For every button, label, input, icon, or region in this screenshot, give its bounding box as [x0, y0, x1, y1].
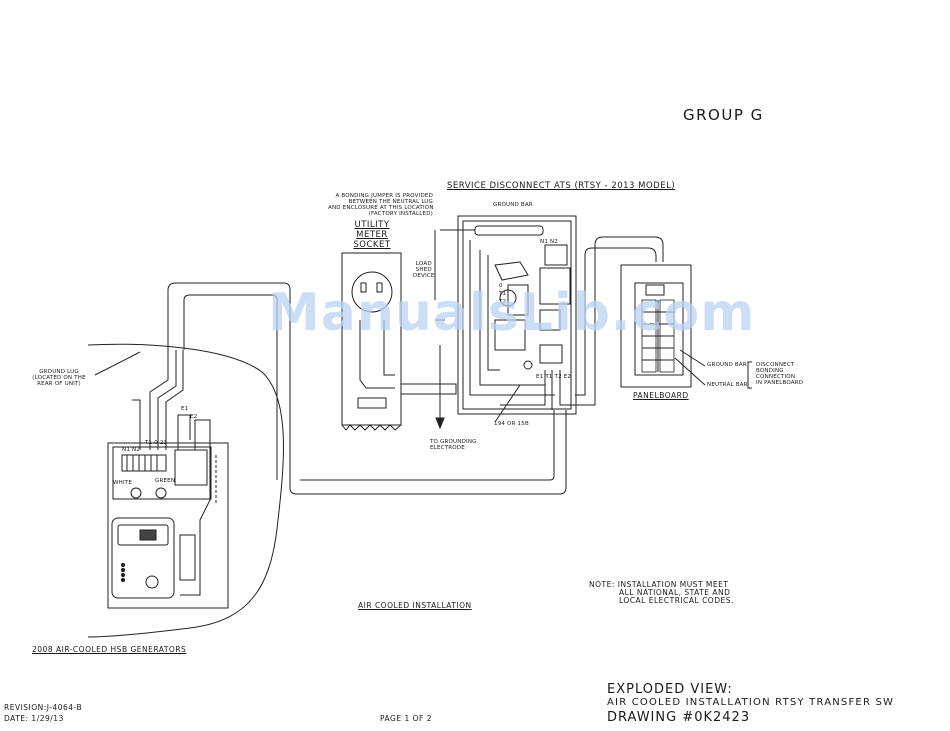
panel-ground-leader — [679, 349, 706, 367]
green-wire-label: GREEN — [155, 478, 176, 484]
ground-lug-line: REAR OF UNIT) — [37, 381, 81, 387]
page-number: PAGE 1 OF 2 — [380, 714, 433, 723]
ats-enclosure — [457, 215, 577, 415]
ats-n1n2-label: N1 N2 — [540, 239, 558, 245]
panel-ground-bar-label: GROUND BAR — [707, 362, 747, 368]
group-label: GROUP G — [683, 106, 764, 124]
disconnect-bonding-note: DISCONNECT BONDING CONNECTION IN PANELBO… — [756, 362, 803, 386]
bonding-jumper-note: A BONDING JUMPER IS PROVIDED BETWEEN THE… — [328, 193, 433, 217]
ats-breaker — [539, 267, 571, 305]
load-shed-line: DEVICE — [413, 273, 435, 279]
conduit-generator-to-ats — [167, 282, 567, 495]
grounding-line: ELECTRODE — [430, 445, 465, 451]
bonding-note-line: A BONDING JUMPER IS PROVIDED — [335, 193, 433, 199]
meter-ring — [351, 271, 393, 313]
white-wire-lug — [130, 487, 142, 499]
utility-meter-label: UTILITY METER SOCKET — [349, 220, 395, 250]
generator-t-cluster-label: T1 0 23 — [145, 440, 168, 446]
ground-lug-line: (LOCATED ON THE — [32, 375, 86, 381]
white-wire-label: WHITE — [113, 480, 133, 486]
ats-bottom-terminals: E1 T1 T2 E2 — [536, 374, 572, 380]
generator-display-module — [111, 517, 175, 599]
load-shed-line: LOAD — [415, 261, 432, 267]
ground-lug-label: GROUND LUG (LOCATED ON THE REAR OF UNIT) — [24, 369, 94, 387]
bonding-note-line: BETWEEN THE NEUTRAL LUG — [348, 199, 433, 205]
panelboard-enclosure — [620, 264, 692, 388]
generator-panel-top — [112, 446, 212, 500]
ats-t-label: T2 — [499, 299, 507, 305]
generator-title: 2008 AIR-COOLED HSB GENERATORS — [32, 645, 187, 654]
ats-t-label: T1 — [499, 291, 507, 297]
drawing-subtitle: AIR COOLED INSTALLATION RTSY TRANSFER SW — [607, 697, 895, 708]
ground-lug-line: GROUND LUG — [39, 369, 79, 375]
meter-terminal-block — [357, 397, 387, 409]
panelboard-label: PANELBOARD — [633, 391, 689, 400]
generator-terminal-strip — [121, 454, 167, 472]
ats-title: SERVICE DISCONNECT ATS (RTSY - 2013 MODE… — [447, 181, 676, 191]
load-shed-line: SHED — [415, 267, 432, 273]
grounding-line: TO GROUNDING — [430, 439, 477, 445]
generator-e2-label: E2 — [190, 414, 198, 420]
ground-lug-leader — [94, 351, 141, 376]
meter-label-line: UTILITY — [354, 220, 390, 230]
generator-fuse-holder — [179, 534, 196, 581]
meter-label-line: SOCKET — [353, 240, 391, 250]
watermark: ManualsLib.com — [268, 283, 756, 343]
green-wire-lug — [155, 487, 167, 499]
generator-housing-outline — [87, 343, 284, 638]
generator-control-box — [107, 442, 229, 609]
disconnect-note-line: CONNECTION — [756, 374, 796, 380]
revision-text: REVISION:J-4064-B — [4, 703, 83, 712]
utility-meter-socket — [341, 252, 402, 426]
ats-contactor — [507, 284, 529, 316]
center-caption: AIR COOLED INSTALLATION — [358, 601, 472, 610]
generator-e1-label: E1 — [181, 406, 189, 412]
panel-neutral-leader — [674, 357, 706, 386]
ats-ground-bar-label: GROUND BAR — [493, 202, 533, 208]
panel-neutral-bar-label: NEUTRAL BAR — [707, 382, 748, 388]
ats-t-labels: 0 T1 T2 — [499, 282, 506, 306]
ats-neutral-lugs — [544, 244, 568, 266]
drawing-number: DRAWING #0K2423 — [607, 710, 751, 725]
date-text: DATE: 1/29/13 — [4, 714, 64, 723]
generator-breaker-block — [174, 449, 208, 486]
disconnect-note-line: IN PANELBOARD — [756, 380, 804, 386]
grounding-electrode-label: TO GROUNDING ELECTRODE — [430, 439, 477, 451]
wire-194-leader — [494, 384, 521, 423]
note-line: LOCAL ELECTRICAL CODES. — [619, 596, 734, 605]
note-line: NOTE: INSTALLATION MUST MEET — [589, 580, 729, 589]
bonding-note-line: (FACTORY INSTALLED) — [368, 211, 433, 217]
ats-control-board — [494, 319, 526, 351]
note-line: ALL NATIONAL, STATE AND — [619, 588, 731, 597]
ats-t-label: 0 — [499, 283, 503, 289]
ats-ground-bar — [474, 225, 544, 236]
disconnect-note-line: BONDING — [756, 368, 784, 374]
generator-n1n2-label: N1 N2 — [122, 447, 140, 453]
exploded-view-title: EXPLODED VIEW: — [607, 682, 733, 697]
disconnect-note-line: DISCONNECT — [756, 362, 795, 368]
bonding-note-line: AND ENCLOSURE AT THIS LOCATION — [328, 205, 434, 211]
wire-194-label: 194 OR 15B — [494, 421, 529, 427]
load-shed-label: LOAD SHED DEVICE — [413, 261, 435, 279]
ats-terminal-block — [539, 344, 563, 364]
installation-note: NOTE: INSTALLATION MUST MEET ALL NATIONA… — [589, 581, 734, 605]
meter-label-line: METER — [356, 230, 388, 240]
